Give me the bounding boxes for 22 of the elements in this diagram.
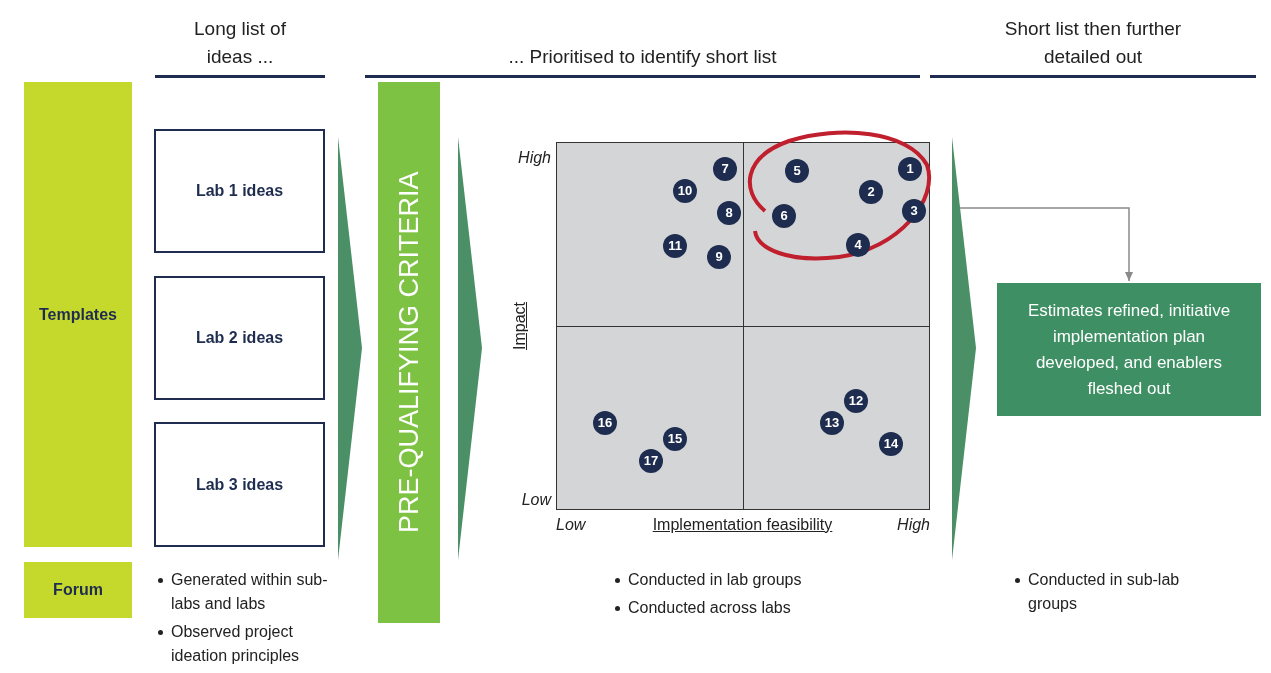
axis-label: High	[517, 148, 551, 168]
column-heading: ... Prioritised to identify short list	[508, 45, 777, 69]
bullet-text: Conducted across labs	[628, 598, 791, 618]
ideas-box: Lab 3 ideas	[154, 422, 325, 547]
axis-label: High	[896, 515, 930, 535]
criteria-bar: PRE-QUALIFYING CRITERIA	[378, 82, 440, 623]
column-heading: Long list of ideas ...	[193, 17, 287, 69]
column-heading: Short list then further detailed out	[1003, 17, 1183, 69]
bullet-text: Generated within sub-labs and labs	[171, 570, 329, 614]
bullet-text: Observed project ideation principles	[171, 622, 301, 666]
axis-label: Low	[520, 490, 551, 510]
row-band: Templates	[24, 82, 132, 547]
result-box: Estimates refined, initiative implementation plan developed, and enablers fleshed out	[997, 283, 1261, 416]
connector-arrow	[959, 207, 1133, 282]
bullet-text: Conducted in lab groups	[628, 570, 802, 590]
ideas-box: Lab 2 ideas	[154, 276, 325, 400]
row-band: Forum	[24, 562, 132, 618]
axis-label: Implementation feasibility	[651, 515, 834, 535]
axis-label: Low	[556, 515, 587, 535]
axis-label: Impact	[510, 301, 529, 352]
bullet-text: Conducted in sub-lab groups	[1028, 570, 1181, 614]
ideas-box: Lab 1 ideas	[154, 129, 325, 253]
